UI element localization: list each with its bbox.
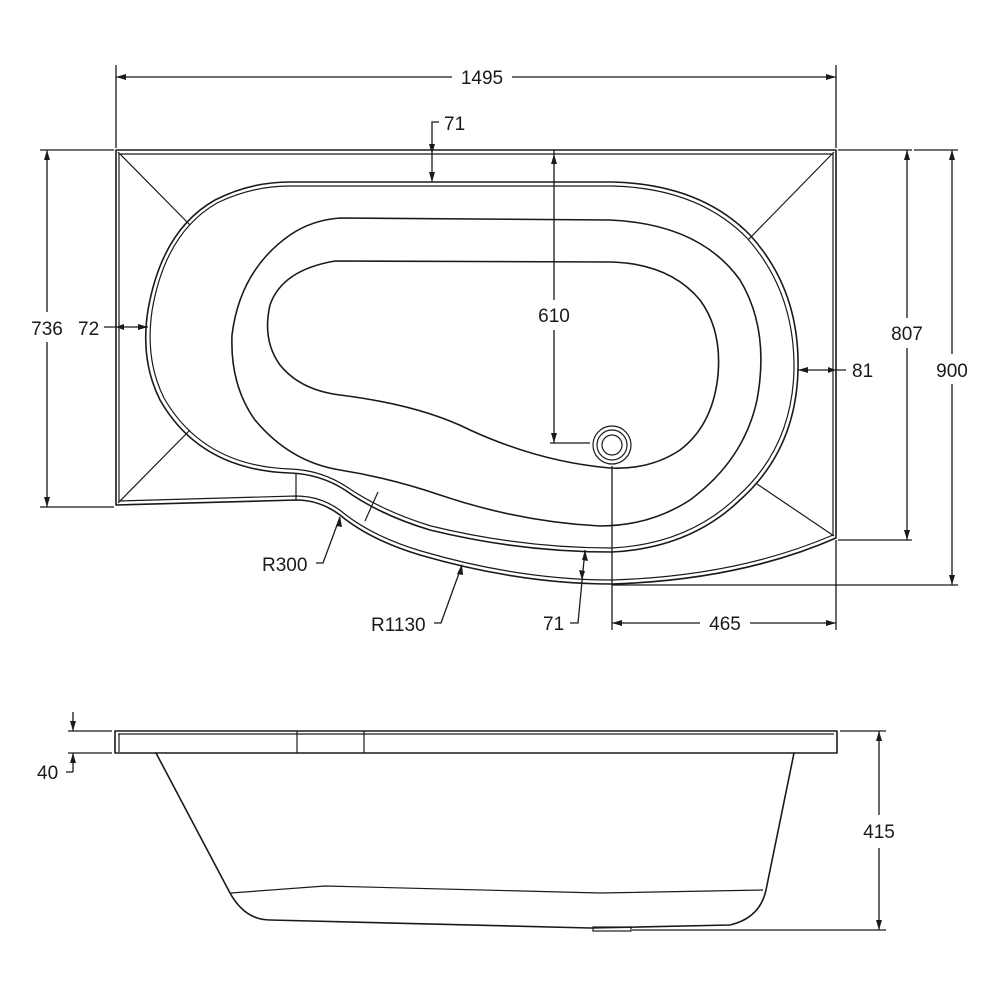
dim-overall-length: 1495 <box>115 65 837 148</box>
dim-right-inner-depth: 807 <box>838 149 923 541</box>
dim-label-610: 610 <box>538 306 570 327</box>
dim-label-71-front: 71 <box>543 614 564 635</box>
dim-rim-top-offset: 71 <box>429 114 465 182</box>
side-floor-line <box>230 885 764 894</box>
side-rim <box>114 730 838 754</box>
dim-right-rim-offset: 81 <box>798 361 873 382</box>
dim-rim-thickness: 40 <box>37 712 112 784</box>
dim-waste-to-right: 465 <box>611 466 837 635</box>
dim-label-736: 736 <box>31 319 63 340</box>
dim-label-72: 72 <box>78 319 99 340</box>
dim-overall-height: 415 <box>632 730 895 931</box>
plan-view: 1495 71 610 736 <box>31 65 968 636</box>
dim-label-40: 40 <box>37 763 58 784</box>
dim-label-415: 415 <box>863 822 895 843</box>
dim-label-807: 807 <box>891 324 923 345</box>
dim-overall-width: 900 <box>612 149 968 586</box>
dim-left-depth: 736 <box>31 149 114 508</box>
dim-label-r300: R300 <box>262 555 307 576</box>
dim-label-1495: 1495 <box>461 68 503 89</box>
side-body <box>155 752 795 929</box>
dim-label-465: 465 <box>709 614 741 635</box>
dim-label-81: 81 <box>852 361 873 382</box>
bath-floor-contour <box>266 260 720 469</box>
dim-front-rim-offset: 71 <box>543 549 588 635</box>
bath-inner-contour <box>231 217 762 527</box>
side-waste <box>592 926 632 932</box>
dim-waste-to-top: 610 <box>538 150 590 444</box>
dim-left-rim-offset: 72 <box>78 319 148 340</box>
dim-label-r1130: R1130 <box>371 615 426 636</box>
dim-label-900: 900 <box>936 361 968 382</box>
bath-rim-outline <box>144 181 799 553</box>
dim-radius-small: R300 <box>262 516 342 576</box>
dim-label-71-top: 71 <box>444 114 465 135</box>
deck-outline <box>115 149 837 585</box>
dim-radius-large: R1130 <box>371 564 463 636</box>
waste-outlet-icon <box>592 425 632 465</box>
deck-corner-lines <box>117 151 835 537</box>
side-view: 40 415 <box>37 712 895 932</box>
